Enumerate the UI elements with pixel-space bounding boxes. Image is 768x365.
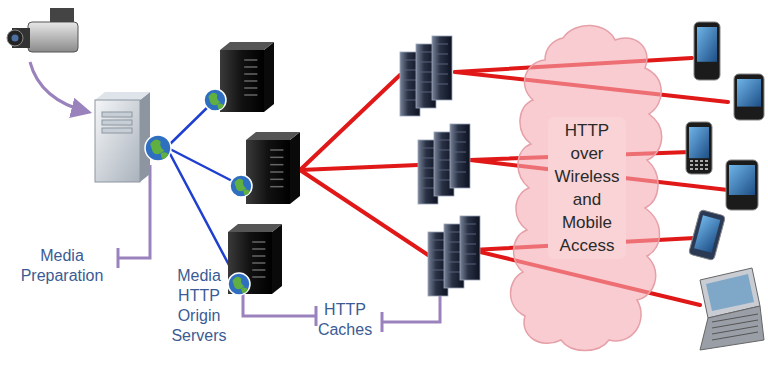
group-label: Media HTTP Origin Servers [160,266,238,346]
globe-icon [230,175,252,197]
blue-link [168,148,240,185]
cache-server [450,124,470,188]
phone-icon [734,74,764,120]
netbook-icon [700,268,764,350]
globe-icon [204,89,226,111]
phone-icon [726,160,758,210]
group-label: Media Preparation [10,246,114,286]
preparation-server [95,92,150,182]
red-link [300,75,400,170]
blue-link [168,150,238,282]
feed-arrow [30,62,88,112]
group-label: HTTP Caches [312,300,378,340]
cache-server [460,216,480,280]
origin-server [228,224,282,294]
blackberry-icon [686,122,712,174]
red-link [300,170,428,255]
phone-icon [694,22,720,80]
equipment [7,8,764,350]
globe-icon [145,135,171,161]
network-cloud: HTTP over Wireless and Mobile Access [503,24,671,352]
globe-icon [228,273,250,295]
origin-server [246,132,300,204]
tablet-icon [688,209,725,260]
origin-server [220,42,274,112]
cache-server [432,36,452,100]
red-link [300,165,418,170]
cloud-label: HTTP over Wireless and Mobile Access [548,117,625,259]
camcorder-icon [7,8,78,52]
